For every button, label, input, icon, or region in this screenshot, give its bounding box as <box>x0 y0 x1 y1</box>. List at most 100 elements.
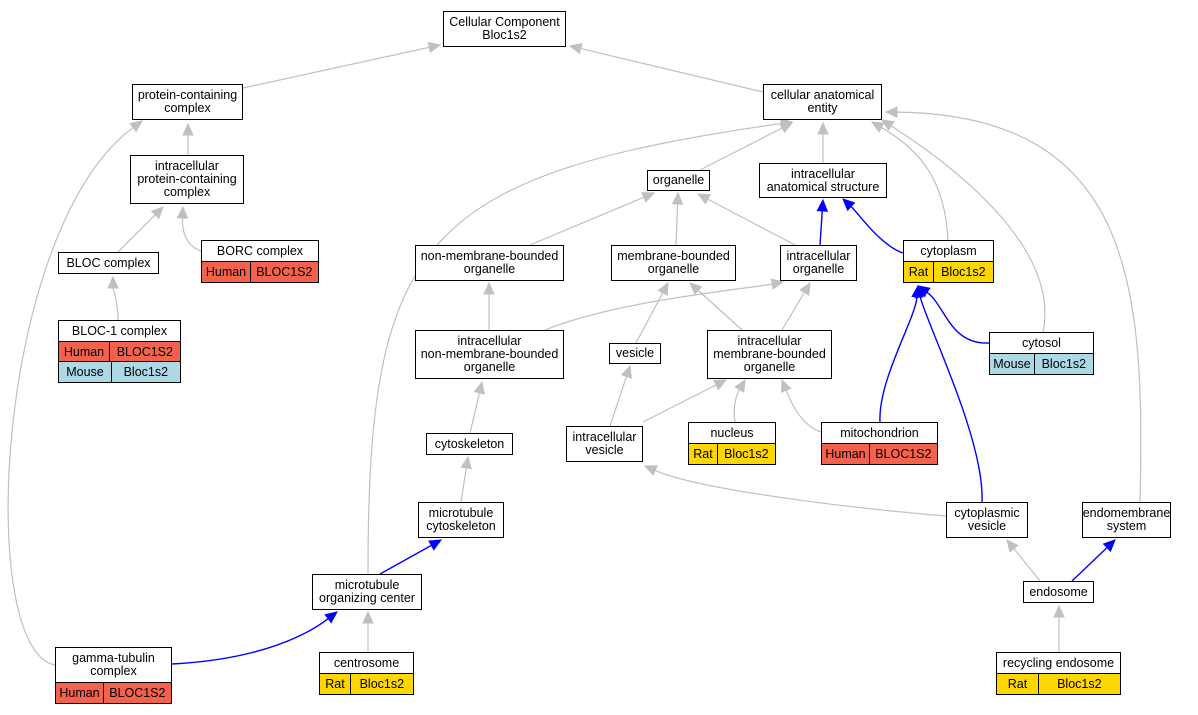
term-label-line: vesicle <box>615 346 655 360</box>
edge-cytosol-to-cellular-anatomical-entity <box>890 125 1046 333</box>
term-bloc-complex[interactable]: BLOC complex <box>58 252 159 274</box>
term-endosome[interactable]: endosome <box>1023 581 1094 603</box>
arrowhead-membrane-bounded-organelle-to-organelle <box>671 191 684 205</box>
edge-intracellular-vesicle-to-intracellular-mbo <box>642 384 717 423</box>
species-cell-rat: Rat <box>996 672 1039 695</box>
term-label-line: cellular anatomical <box>770 88 875 102</box>
edge-non-membrane-bounded-organelle-to-organelle <box>529 196 645 246</box>
term-label: mitochondrion <box>840 426 919 440</box>
arrowhead-endomembrane-system-to-cellular-anatomical-entity <box>884 106 898 118</box>
term-label-line: intracellular <box>786 249 851 263</box>
species-cell-rat: Rat <box>903 260 934 283</box>
arrowhead-cytoplasm-to-intracellular-anatomical-structure <box>842 198 856 212</box>
edge-intracellular-organelle-to-intracellular-anatomical-structure <box>819 210 823 246</box>
arrowhead-nucleus-to-intracellular-mbo <box>734 378 746 393</box>
arrowhead-intracellular-anatomical-structure-to-cellular-anatomical-entity <box>817 121 829 135</box>
species-cell-human: Human <box>55 681 104 704</box>
edge-protein-containing-complex-to-root <box>242 46 430 89</box>
term-cytosol[interactable]: cytosol <box>989 332 1094 354</box>
term-borc-complex[interactable]: BORC complex <box>201 240 319 262</box>
edge-mtoc-to-cellular-anatomical-entity <box>367 122 782 575</box>
term-cytoplasm[interactable]: cytoplasm <box>903 240 994 262</box>
edge-bloc1-complex-to-bloc-complex <box>112 287 119 321</box>
edge-intracellular-mbo-to-intracellular-organelle <box>781 292 805 331</box>
arrowhead-intracellular-nmbo-to-non-membrane-bounded-organelle <box>483 281 495 295</box>
edge-intracellular-nmbo-to-intracellular-organelle <box>544 283 773 331</box>
term-nucleus[interactable]: nucleus <box>688 422 776 444</box>
gene-cell-rat: Bloc1s2 <box>716 442 776 465</box>
arrowhead-intracellular-mbo-to-membrane-bounded-organelle <box>689 282 703 296</box>
term-label-line: BORC complex <box>216 243 304 258</box>
species-cell-mouse: Mouse <box>58 361 112 384</box>
term-label-line: membrane-bounded <box>617 249 730 263</box>
term-mitochondrion[interactable]: mitochondrion <box>821 422 938 444</box>
term-label-line: protein-containing <box>137 88 238 102</box>
term-label-line: microtubule <box>428 506 494 520</box>
term-label-line: non-membrane-bounded <box>420 249 559 263</box>
arrowhead-mtoc-to-cellular-anatomical-entity <box>779 117 794 130</box>
edge-intracellular-vesicle-to-vesicle <box>609 376 628 427</box>
arrowhead-centrosome-to-mtoc <box>362 610 374 624</box>
arrowhead-cytosol-to-cellular-anatomical-entity <box>880 119 895 132</box>
term-label-line: BLOC complex <box>66 255 151 270</box>
arrowhead-mtoc-to-microtubule-cytoskeleton <box>428 539 443 551</box>
arrowhead-mitochondrion-to-intracellular-mbo <box>780 378 792 393</box>
term-label-line: intracellular <box>457 334 522 348</box>
arrowhead-non-membrane-bounded-organelle-to-organelle <box>641 192 656 203</box>
arrowhead-gamma-tubulin-complex-to-protein-containing-complex <box>129 120 143 133</box>
term-label-line: entity <box>807 101 838 115</box>
arrowhead-intracellular-mbo-to-intracellular-organelle <box>799 281 811 296</box>
arrowhead-bloc-complex-to-intracellular-protein-containing-complex <box>150 206 164 220</box>
term-label-line: complex <box>90 664 137 678</box>
arrowhead-intracellular-nmbo-to-intracellular-organelle <box>770 278 785 290</box>
term-label-line: BLOC-1 complex <box>71 323 168 338</box>
term-vesicle[interactable]: vesicle <box>609 343 661 364</box>
term-label: cytosol <box>1022 336 1061 350</box>
arrowhead-microtubule-cytoskeleton-to-cytoskeleton <box>460 455 472 470</box>
species-cell-human: Human <box>821 442 870 465</box>
term-label-line: system <box>1106 519 1147 533</box>
term-label: nucleus <box>710 426 753 440</box>
term-label-line: endomembrane <box>1082 506 1171 520</box>
term-bloc1-complex[interactable]: BLOC-1 complex <box>58 320 181 342</box>
edge-microtubule-cytoskeleton-to-cytoskeleton <box>460 467 467 503</box>
term-centrosome[interactable]: centrosome <box>319 652 414 674</box>
term-label-line: organelle <box>743 360 796 374</box>
edge-gamma-tubulin-complex-to-protein-containing-complex <box>7 127 134 666</box>
edge-borc-complex-to-intracellular-protein-containing-complex <box>181 217 202 252</box>
arrowhead-intracellular-protein-containing-complex-to-protein-containing-complex <box>182 122 194 136</box>
arrowhead-gamma-tubulin-complex-to-mtoc <box>324 611 338 624</box>
arrowhead-endosome-to-cytoplasmic-vesicle <box>1006 539 1019 553</box>
term-organelle[interactable]: organelle <box>647 170 710 191</box>
gene-cell-human: BLOC1S2 <box>868 442 938 465</box>
term-label-line: intracellular <box>791 166 855 181</box>
arrowhead-protein-containing-complex-to-root <box>427 41 442 54</box>
edge-organelle-to-cellular-anatomical-entity <box>699 127 783 171</box>
term-recycling-endosome[interactable]: recycling endosome <box>996 652 1121 674</box>
term-label: cytoskeleton <box>435 437 504 451</box>
arrowhead-cytoskeleton-to-intracellular-nmbo <box>473 380 485 395</box>
term-cytoskeleton[interactable]: cytoskeleton <box>426 433 513 455</box>
